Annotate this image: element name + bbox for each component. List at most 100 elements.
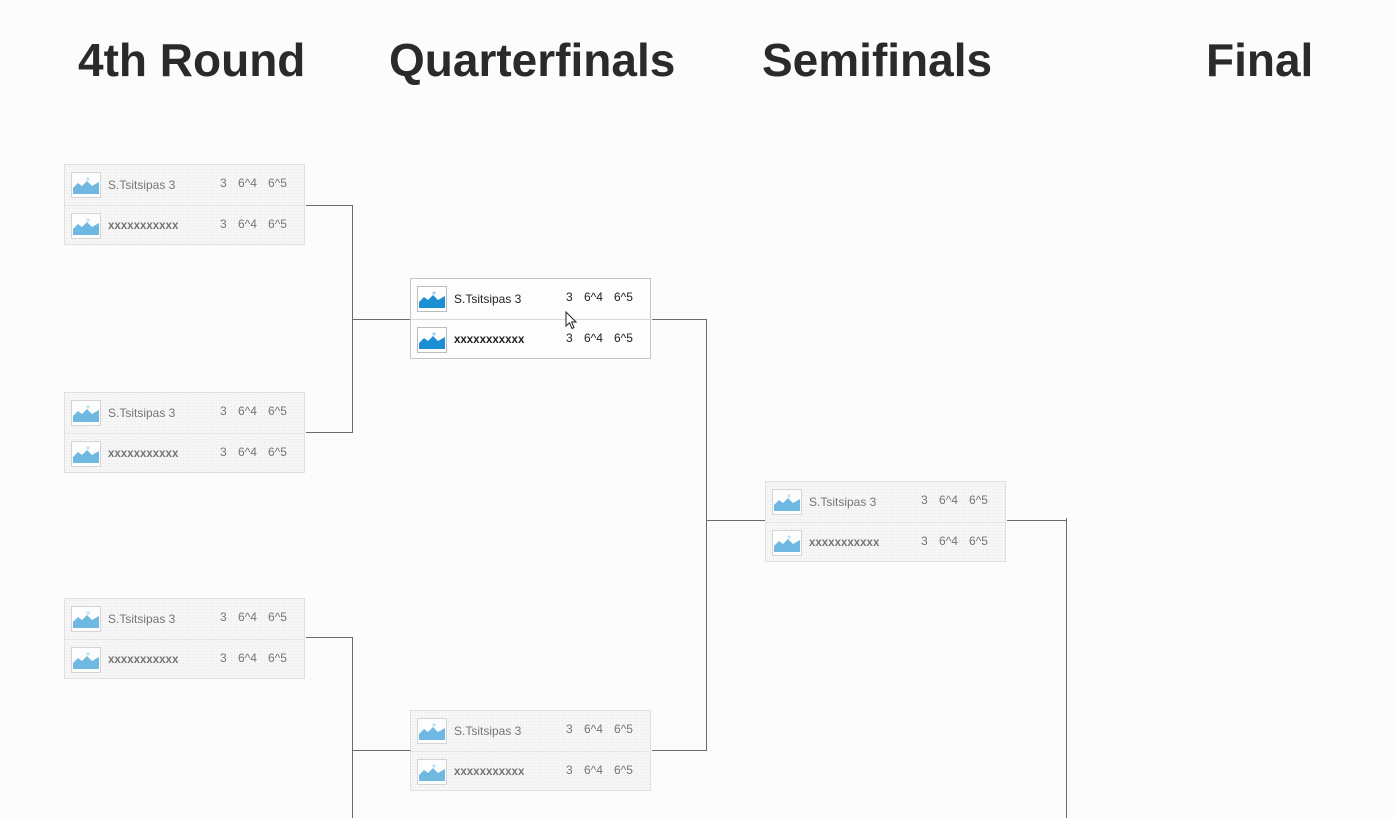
score-set-2: 6^4 <box>584 762 603 777</box>
score-set-2: 6^4 <box>238 216 257 231</box>
player-name: xxxxxxxxxxx <box>454 333 525 346</box>
match-player-row[interactable]: xxxxxxxxxxx 3 6^4 6^5 <box>65 205 304 245</box>
match-player-row[interactable]: S.Tsitsipas 3 3 6^4 6^5 <box>65 599 304 639</box>
player-name: S.Tsitsipas 3 <box>108 178 176 192</box>
match-player-row[interactable]: S.Tsitsipas 3 3 6^4 6^5 <box>766 482 1005 522</box>
bracket-connector <box>306 637 353 638</box>
player-scores: 3 6^4 6^5 <box>220 217 298 231</box>
score-set-3: 6^5 <box>268 650 287 665</box>
bracket-connector <box>352 637 353 818</box>
match-player-row[interactable]: xxxxxxxxxxx 3 6^4 6^5 <box>766 522 1005 562</box>
player-name: S.Tsitsipas 3 <box>809 495 877 509</box>
player-name: xxxxxxxxxxx <box>809 536 880 549</box>
score-set-1: 3 <box>921 533 928 548</box>
image-placeholder-icon <box>772 489 802 515</box>
image-placeholder-icon <box>71 212 101 239</box>
score-set-3: 6^5 <box>268 404 287 418</box>
bracket-connector <box>306 432 353 433</box>
player-name: xxxxxxxxxxx <box>454 765 525 778</box>
match-player-row[interactable]: xxxxxxxxxxx 3 6^4 6^5 <box>65 433 304 473</box>
score-set-1: 3 <box>921 493 928 507</box>
player-name: S.Tsitsipas 3 <box>454 292 522 306</box>
score-set-1: 3 <box>566 290 573 304</box>
match-player-row[interactable]: S.Tsitsipas 3 3 6^4 6^5 <box>65 393 304 433</box>
match-card-4th-round-1[interactable]: S.Tsitsipas 3 3 6^4 6^5 xxxxxxxxxxx 3 6^… <box>64 164 305 245</box>
player-name: xxxxxxxxxxx <box>108 653 179 666</box>
player-scores: 3 6^4 6^5 <box>566 763 644 777</box>
image-placeholder-icon <box>71 172 101 198</box>
player-name: S.Tsitsipas 3 <box>454 724 522 738</box>
player-scores: 3 6^4 6^5 <box>921 493 999 507</box>
score-set-1: 3 <box>566 762 573 777</box>
score-set-3: 6^5 <box>969 493 988 507</box>
player-scores: 3 6^4 6^5 <box>220 610 298 624</box>
match-card-quarterfinal-1[interactable]: S.Tsitsipas 3 3 6^4 6^5 xxxxxxxxxxx 3 6^… <box>410 278 651 359</box>
match-card-semifinal-1[interactable]: S.Tsitsipas 3 3 6^4 6^5 xxxxxxxxxxx 3 6^… <box>765 481 1006 562</box>
score-set-3: 6^5 <box>614 762 633 777</box>
bracket-connector <box>706 319 707 751</box>
score-set-1: 3 <box>220 650 227 665</box>
bracket-connector <box>306 205 353 206</box>
player-scores: 3 6^4 6^5 <box>220 176 298 190</box>
image-placeholder-icon <box>71 606 101 632</box>
bracket-connector <box>1066 518 1067 818</box>
bracket-connector <box>652 319 707 320</box>
score-set-3: 6^5 <box>614 290 633 304</box>
score-set-2: 6^4 <box>238 610 257 624</box>
score-set-2: 6^4 <box>584 330 603 345</box>
score-set-1: 3 <box>220 404 227 418</box>
round-title-semifinals: Semifinals <box>762 34 993 86</box>
score-set-3: 6^5 <box>614 330 633 345</box>
round-title-final: Final <box>1206 34 1314 86</box>
score-set-1: 3 <box>220 176 227 190</box>
bracket-connector <box>706 520 765 521</box>
score-set-1: 3 <box>566 722 573 736</box>
player-scores: 3 6^4 6^5 <box>220 651 298 665</box>
image-placeholder-icon <box>71 440 101 467</box>
match-player-row[interactable]: xxxxxxxxxxx 3 6^4 6^5 <box>411 751 650 791</box>
match-card-quarterfinal-2[interactable]: S.Tsitsipas 3 3 6^4 6^5 xxxxxxxxxxx 3 6^… <box>410 710 651 791</box>
score-set-3: 6^5 <box>268 176 287 190</box>
image-placeholder-icon <box>772 529 802 556</box>
player-name: xxxxxxxxxxx <box>108 219 179 232</box>
player-scores: 3 6^4 6^5 <box>220 445 298 459</box>
match-player-row[interactable]: S.Tsitsipas 3 3 6^4 6^5 <box>65 165 304 205</box>
score-set-2: 6^4 <box>939 533 958 548</box>
score-set-2: 6^4 <box>584 290 603 304</box>
bracket-connector <box>1007 520 1067 521</box>
score-set-2: 6^4 <box>238 650 257 665</box>
score-set-3: 6^5 <box>268 444 287 459</box>
match-player-row[interactable]: xxxxxxxxxxx 3 6^4 6^5 <box>65 639 304 679</box>
player-name: xxxxxxxxxxx <box>108 447 179 460</box>
score-set-2: 6^4 <box>584 722 603 736</box>
player-name: S.Tsitsipas 3 <box>108 406 176 420</box>
round-title-quarterfinals: Quarterfinals <box>389 34 676 86</box>
score-set-2: 6^4 <box>238 404 257 418</box>
bracket-connector <box>352 750 411 751</box>
match-player-row[interactable]: S.Tsitsipas 3 3 6^4 6^5 <box>411 711 650 751</box>
image-placeholder-icon <box>71 646 101 673</box>
match-player-row[interactable]: xxxxxxxxxxx 3 6^4 6^5 <box>411 319 650 359</box>
image-placeholder-icon <box>417 326 447 353</box>
score-set-1: 3 <box>220 216 227 231</box>
image-placeholder-icon <box>417 286 447 312</box>
mouse-pointer-icon <box>565 311 577 330</box>
score-set-3: 6^5 <box>268 610 287 624</box>
player-name: S.Tsitsipas 3 <box>108 612 176 626</box>
player-scores: 3 6^4 6^5 <box>566 290 644 304</box>
player-scores: 3 6^4 6^5 <box>566 331 644 345</box>
player-scores: 3 6^4 6^5 <box>566 722 644 736</box>
match-card-4th-round-2[interactable]: S.Tsitsipas 3 3 6^4 6^5 xxxxxxxxxxx 3 6^… <box>64 392 305 473</box>
match-card-4th-round-3[interactable]: S.Tsitsipas 3 3 6^4 6^5 xxxxxxxxxxx 3 6^… <box>64 598 305 679</box>
score-set-1: 3 <box>566 330 573 345</box>
score-set-2: 6^4 <box>238 176 257 190</box>
score-set-1: 3 <box>220 610 227 624</box>
player-scores: 3 6^4 6^5 <box>921 534 999 548</box>
match-player-row[interactable]: S.Tsitsipas 3 3 6^4 6^5 <box>411 279 650 319</box>
score-set-2: 6^4 <box>939 493 958 507</box>
round-title-4th-round: 4th Round <box>78 34 306 86</box>
score-set-3: 6^5 <box>969 533 988 548</box>
bracket-connector <box>652 750 707 751</box>
image-placeholder-icon <box>417 718 447 744</box>
bracket-connector <box>352 319 411 320</box>
